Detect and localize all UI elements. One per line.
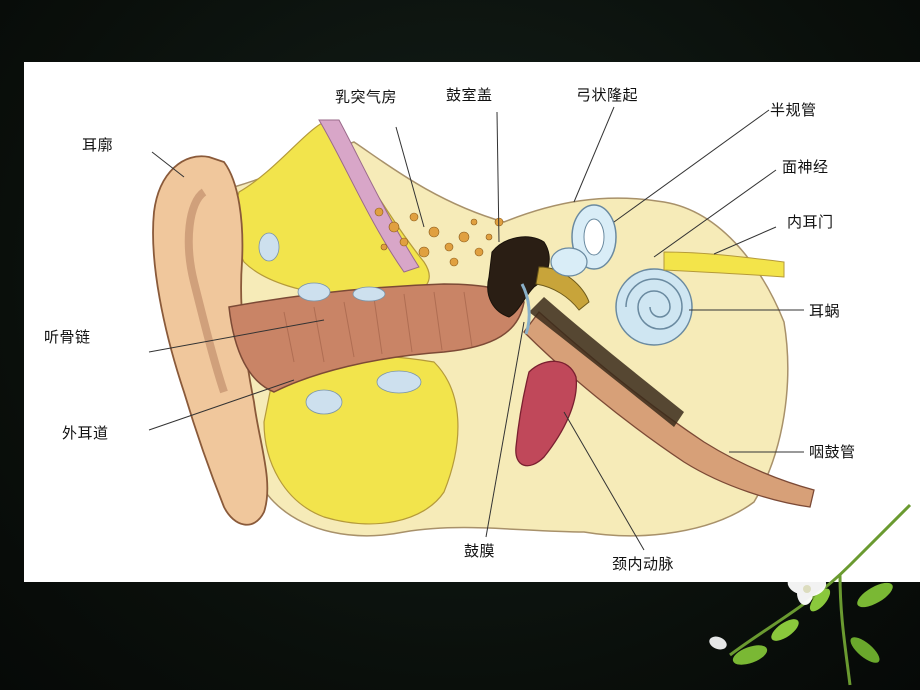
auricle-inner-fold — [184, 188, 228, 394]
leader-ting-gu-lian — [148, 319, 325, 353]
leader-jing-nei-dong-mai — [563, 411, 645, 551]
air-cell-dots — [374, 207, 504, 267]
internal-carotid-artery — [515, 360, 578, 467]
label-yan-gu-guan: 咽鼓管 — [809, 443, 856, 461]
label-wai-er-dao: 外耳道 — [62, 424, 109, 442]
cochlea — [615, 268, 693, 346]
label-er-wo: 耳蜗 — [809, 302, 841, 320]
tympanic-membrane — [520, 283, 531, 335]
mastoid-air-cells-upper — [234, 121, 430, 299]
label-gong-zhuang-long-qi: 弓状隆起 — [576, 86, 639, 104]
eustachian-tube-dark — [529, 297, 684, 427]
label-ru-tu-qi-fang: 乳突气房 — [335, 88, 398, 106]
label-ban-gui-guan: 半规管 — [770, 101, 817, 119]
ear-anatomy-figure: 乳突气房 鼓室盖 弓状隆起 半规管 耳廓 面神经 内耳门 耳蜗 听骨链 外耳道 … — [24, 62, 920, 582]
leader-gong-zhuang-long-qi — [573, 106, 615, 203]
leader-mian-shen-jing — [653, 169, 777, 258]
ossicles — [487, 236, 550, 318]
mastoid-cell-ovals — [258, 232, 422, 415]
leader-nei-er-men — [713, 226, 777, 255]
leader-er-kuo — [151, 151, 185, 178]
label-jing-nei-dong-mai: 颈内动脉 — [612, 555, 675, 573]
label-mian-shen-jing: 面神经 — [782, 158, 829, 176]
label-gu-shi-gai: 鼓室盖 — [446, 86, 493, 104]
white-flower-icon — [709, 460, 915, 686]
semicircular-canals — [550, 204, 617, 277]
ear-anatomy-drawing — [148, 106, 815, 551]
canal-texture — [283, 291, 473, 363]
label-ting-gu-lian: 听骨链 — [44, 328, 91, 346]
leader-ban-gui-guan — [613, 109, 770, 223]
label-gu-mo: 鼓膜 — [464, 542, 496, 560]
label-er-kuo: 耳廓 — [82, 136, 114, 154]
leader-wai-er-dao — [148, 379, 295, 431]
label-nei-er-men: 内耳门 — [787, 213, 834, 231]
nerve-bundle — [663, 251, 785, 278]
leader-lines — [148, 106, 804, 551]
leader-ru-tu-qi-fang — [395, 126, 425, 228]
dura-strip — [318, 119, 420, 273]
leader-gu-mo — [485, 321, 525, 538]
leader-gu-shi-gai — [496, 111, 500, 243]
